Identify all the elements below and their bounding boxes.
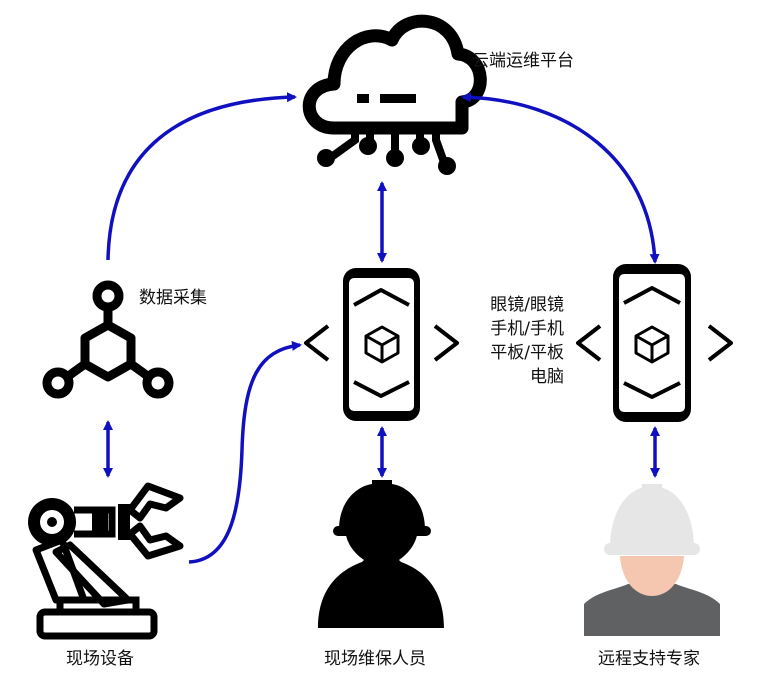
worker-icon: [318, 480, 444, 628]
device-item: 眼镜/眼镜: [490, 295, 564, 315]
mobile-device-icon: [304, 268, 459, 421]
device-item: 电脑: [530, 367, 564, 387]
device-item: 平板/平板: [490, 343, 564, 363]
mobile-device-icon-remote: [576, 264, 733, 422]
expert-icon: [584, 484, 720, 636]
arrow-collection-to-cloud: [106, 92, 297, 261]
onsite-maintainer-label: 现场维保人员: [324, 649, 426, 669]
data-collection-label: 数据采集: [139, 288, 207, 308]
device-list: 眼镜/眼镜 手机/手机 平板/平板 电脑: [468, 293, 564, 389]
cloud-platform-label: 云端运维平台: [472, 51, 574, 71]
flow-arrows: [103, 92, 660, 564]
remote-expert-label: 远程支持专家: [598, 649, 700, 669]
cloud-network-icon: [302, 14, 487, 175]
arrow-cloud-expert: [461, 92, 660, 264]
molecule-icon: [42, 280, 174, 399]
onsite-equipment-label: 现场设备: [66, 649, 134, 669]
device-item: 手机/手机: [490, 319, 564, 339]
robot-arm-icon: [28, 482, 184, 640]
arrow-robot-to-phone: [188, 340, 302, 564]
